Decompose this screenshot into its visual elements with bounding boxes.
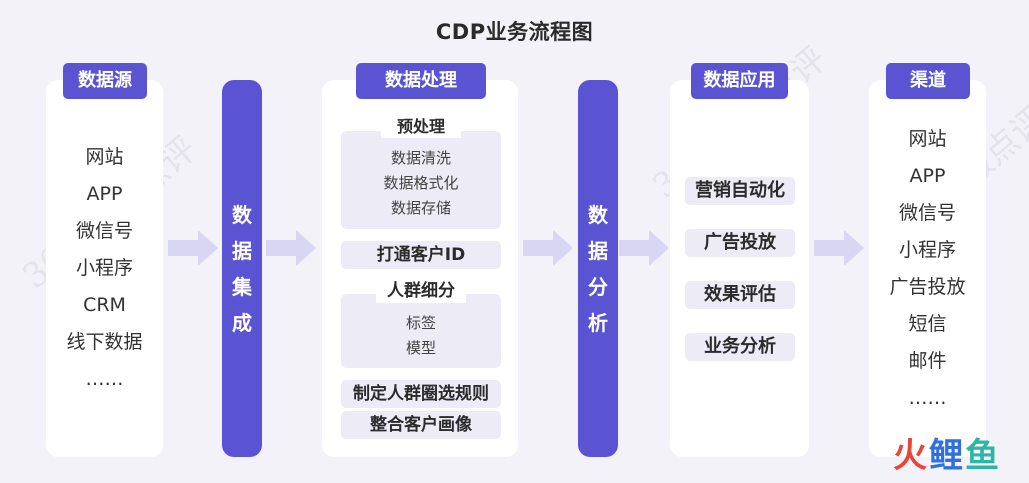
flow-arrow-icon xyxy=(168,230,218,266)
brand-logo: 火鲤鱼 xyxy=(893,436,1001,476)
connect-id-step: 打通客户ID xyxy=(341,241,501,269)
analysis-char: 析 xyxy=(588,310,608,335)
list-item: 网站 xyxy=(908,128,947,150)
list-item: 模型 xyxy=(405,339,436,357)
flow-arrow-icon xyxy=(619,230,669,266)
application-item: 营销自动化 xyxy=(685,177,795,205)
list-item: 邮件 xyxy=(908,350,947,372)
list-item: 广告投放 xyxy=(889,276,966,298)
channel-list: 网站 APP 微信号 小程序 广告投放 短信 邮件 …… xyxy=(869,121,986,417)
source-list: 网站 APP 微信号 小程序 CRM 线下数据 …… xyxy=(46,139,163,398)
channel-panel xyxy=(869,80,986,457)
application-item: 效果评估 xyxy=(685,281,795,309)
preprocess-list: 数据清洗 数据格式化 数据存储 xyxy=(341,146,501,221)
source-panel xyxy=(46,80,163,457)
segment-rules-step: 制定人群圈选规则 xyxy=(341,380,501,408)
list-item: 数据格式化 xyxy=(383,174,459,192)
segment-title: 人群细分 xyxy=(376,279,466,303)
preprocess-box xyxy=(341,131,501,229)
segment-box xyxy=(341,294,501,368)
segment-list: 标签 模型 xyxy=(341,311,501,361)
flow-arrow-icon xyxy=(266,230,316,266)
flow-arrow-icon xyxy=(523,230,573,266)
integration-char: 成 xyxy=(232,310,252,335)
source-header: 数据源 xyxy=(63,63,147,99)
channel-header: 渠道 xyxy=(886,63,970,99)
list-item: 数据存储 xyxy=(390,199,451,217)
list-item: …… xyxy=(908,387,947,409)
application-header: 数据应用 xyxy=(691,63,788,99)
analysis-char: 分 xyxy=(588,274,608,299)
list-item: 小程序 xyxy=(898,239,956,261)
integration-char: 集 xyxy=(232,274,252,299)
analysis-bar: 数 据 分 析 xyxy=(578,80,618,457)
list-item: 短信 xyxy=(908,313,947,335)
list-item: 微信号 xyxy=(898,202,956,224)
processing-header: 数据处理 xyxy=(356,63,486,99)
analysis-char: 据 xyxy=(588,238,608,263)
list-item: 微信号 xyxy=(75,220,133,242)
analysis-char: 数 xyxy=(588,202,608,227)
integration-bar: 数 据 集 成 xyxy=(222,80,262,457)
list-item: 网站 xyxy=(85,146,124,168)
list-item: 标签 xyxy=(405,314,436,332)
list-item: 小程序 xyxy=(75,257,133,279)
page-title: CDP业务流程图 xyxy=(435,20,594,44)
application-item: 广告投放 xyxy=(685,229,795,257)
list-item: …… xyxy=(85,368,124,390)
integration-char: 数 xyxy=(232,202,252,227)
list-item: CRM xyxy=(83,294,126,316)
list-item: APP xyxy=(909,165,946,187)
integration-char: 据 xyxy=(232,238,252,263)
list-item: 线下数据 xyxy=(66,331,143,353)
list-item: 数据清洗 xyxy=(390,149,451,167)
application-panel xyxy=(670,80,809,457)
flow-arrow-icon xyxy=(814,230,864,266)
customer-portrait-step: 整合客户画像 xyxy=(341,411,501,439)
application-item: 业务分析 xyxy=(685,333,795,361)
list-item: APP xyxy=(86,183,123,205)
preprocess-title: 预处理 xyxy=(381,116,461,138)
